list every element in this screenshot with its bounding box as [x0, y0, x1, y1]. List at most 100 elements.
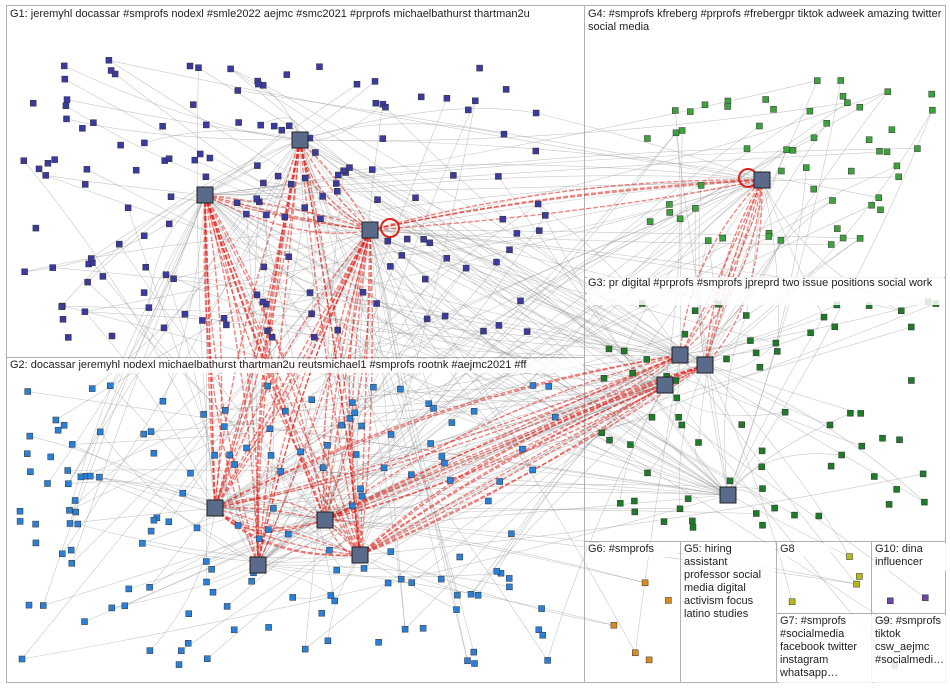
edge [150, 384, 666, 432]
edge-strong [324, 354, 681, 521]
edge [299, 108, 537, 141]
graph-node [893, 486, 900, 493]
graph-node [914, 145, 921, 152]
graph-node [448, 419, 456, 426]
graph-node [191, 156, 199, 164]
edge-strong [214, 139, 301, 509]
graph-node [908, 323, 915, 331]
graph-node [190, 101, 197, 108]
graph-node [331, 597, 338, 605]
edge [620, 384, 666, 504]
edge [214, 249, 510, 509]
edge [91, 194, 206, 259]
edge [165, 274, 729, 496]
graph-node [255, 80, 262, 88]
graph-node [539, 631, 547, 639]
edge [387, 240, 681, 356]
graph-node [789, 147, 797, 154]
graph-node [88, 385, 96, 392]
group-label-g5: G5: hiring assistant professor social me… [683, 543, 775, 627]
edge-strong [204, 194, 371, 231]
edge [165, 274, 216, 509]
graph-node [243, 210, 250, 218]
graph-node [254, 162, 261, 169]
edge [664, 110, 681, 386]
graph-node [756, 122, 763, 130]
graph-node [838, 451, 845, 459]
graph-node [289, 594, 296, 601]
graph-node [87, 255, 95, 262]
graph-node [348, 502, 356, 510]
graph-node [885, 501, 893, 508]
edge [214, 484, 763, 509]
graph-node [438, 453, 446, 460]
graph-node [846, 553, 853, 560]
graph-node [77, 473, 85, 481]
graph-node [139, 540, 146, 547]
graph-node [226, 451, 233, 459]
graph-node [32, 224, 40, 232]
graph-node [856, 235, 864, 242]
graph-node [324, 442, 331, 449]
graph-node [373, 300, 380, 307]
graph-node [684, 495, 692, 502]
graph-node [505, 575, 513, 582]
graph-node [666, 201, 673, 208]
edge-strong [214, 354, 681, 509]
edge [173, 179, 763, 280]
graph-node [423, 315, 431, 323]
graph-node [44, 480, 51, 487]
graph-node [208, 566, 215, 573]
graph-node [165, 220, 173, 228]
graph-node [443, 254, 450, 262]
graph-node [827, 241, 835, 248]
graph-node [227, 65, 234, 73]
graph-node [681, 330, 689, 338]
graph-node [353, 80, 361, 88]
edge [423, 239, 706, 366]
edge-strong [257, 139, 301, 566]
graph-node [204, 655, 211, 662]
graph-node [326, 547, 333, 554]
graph-node [839, 234, 847, 242]
graph-node [759, 485, 766, 492]
graph-node [64, 467, 71, 474]
edge [111, 564, 259, 609]
hub-node [351, 546, 369, 564]
graph-node [666, 209, 673, 216]
graph-node [788, 598, 796, 606]
edge-strong [359, 229, 373, 556]
edge [149, 507, 216, 651]
edge [204, 194, 731, 482]
edge [257, 386, 549, 566]
graph-node [724, 103, 731, 110]
graph-node [747, 337, 754, 344]
graph-node [277, 468, 284, 475]
edge [704, 364, 831, 426]
graph-node [908, 377, 915, 384]
graph-node [499, 215, 507, 223]
edge [292, 554, 361, 599]
edge [257, 564, 614, 626]
edge [84, 311, 681, 356]
hub-node [719, 486, 737, 504]
graph-node [233, 199, 241, 207]
graph-node [58, 303, 65, 310]
graph-node [165, 155, 173, 162]
graph-node [506, 246, 513, 254]
edge [214, 316, 825, 509]
graph-node [352, 451, 360, 458]
edge [214, 454, 357, 509]
graph-node [220, 315, 228, 322]
edge [401, 179, 763, 256]
graph-node [465, 106, 472, 114]
edge [305, 364, 706, 650]
graph-node [160, 324, 168, 332]
graph-node [450, 172, 457, 179]
graph-node [687, 108, 694, 115]
graph-node [523, 328, 531, 335]
graph-node [529, 382, 537, 389]
graph-node [24, 450, 31, 457]
graph-node [257, 121, 264, 129]
graph-node [752, 349, 760, 357]
